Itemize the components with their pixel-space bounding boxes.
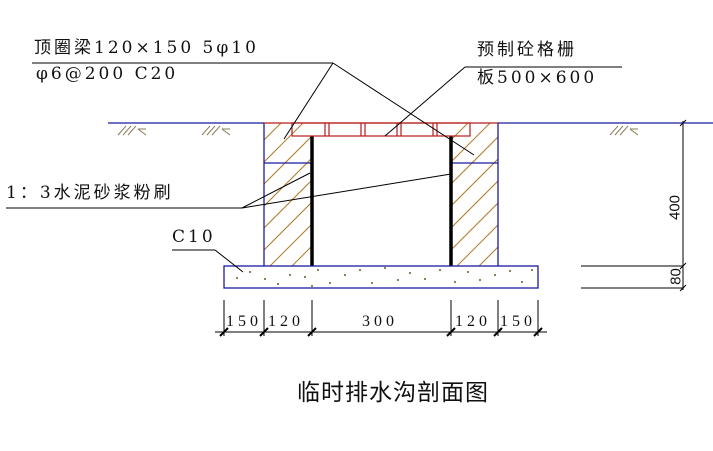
dim-channel-width: 300 [362, 313, 398, 330]
base-concrete-label: C10 [172, 227, 216, 247]
dim-right-wall: 120 [455, 313, 491, 330]
grating-label-line1: 预制砼格栅 [477, 40, 577, 60]
right-extension-lines [581, 119, 687, 292]
bottom-dimension-line [215, 300, 547, 337]
ring-beam-label-line2: φ6@200 C20 [36, 64, 179, 84]
dim-right-base: 150 [500, 313, 536, 330]
left-wall [263, 123, 314, 266]
dim-left-wall: 120 [268, 313, 304, 330]
leader-lines [6, 62, 622, 273]
earth-symbol-icons [117, 125, 639, 136]
ring-beam-label-line1: 顶圈梁120×150 5φ10 [34, 38, 259, 58]
plaster-label: 1：3水泥砂浆粉刷 [6, 183, 174, 203]
dim-base-thickness: 80 [667, 268, 685, 285]
grating-label-line2: 板500×600 [477, 68, 598, 88]
dim-wall-height: 400 [666, 194, 684, 221]
precast-grating [264, 122, 498, 137]
drawing-title: 临时排水沟剖面图 [297, 380, 489, 406]
dim-left-base: 150 [226, 313, 262, 330]
c10-base-slab [223, 265, 539, 289]
right-wall [449, 123, 499, 266]
